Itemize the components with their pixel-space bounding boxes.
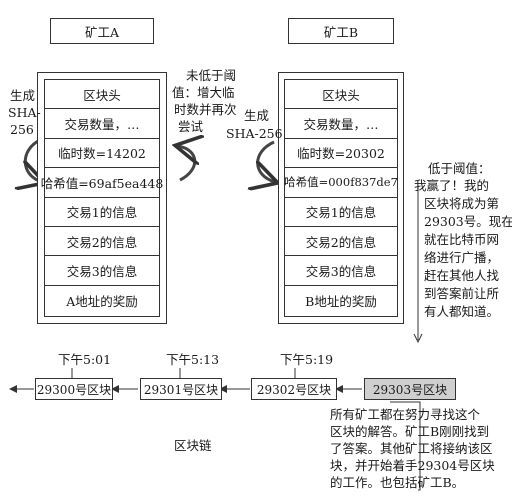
miner-b-row-tx-count: 交易数量，… xyxy=(285,109,397,139)
miner-b-row-reward: B地址的奖励 xyxy=(305,293,377,309)
chain-block-29302: 29302号区块 xyxy=(251,378,337,400)
bottom-note-1: 所有矿工都在努力寻找这个 xyxy=(330,407,481,422)
bottom-note-2: 区块的解答。矿工B刚刚找到 xyxy=(330,424,490,439)
note-bracket xyxy=(390,401,421,491)
miner-b-note-6: 络进行广播， xyxy=(424,250,500,265)
miner-b-note-1: 低于阈值： xyxy=(428,161,491,176)
miner-b-note-5: 就在比特币网 xyxy=(424,232,500,247)
miner-b-row-tx1: 交易1的信息 xyxy=(285,198,397,227)
miner-a-row-tx2: 交易2的信息 xyxy=(45,227,159,257)
miner-b-row-nonce: 临时数=20302 xyxy=(285,139,397,169)
miner-b-block-outer: 区块头 交易数量，… 临时数=20302 哈希值=000f837de7 交易1的… xyxy=(278,72,404,324)
miner-a-row-tx-count: 交易数量，… xyxy=(45,109,159,139)
miner-a-row-reward: A地址的奖励 xyxy=(66,293,138,309)
miner-a-row-tx1: 交易1的信息 xyxy=(45,198,159,227)
chain-time-3: 下午5:19 xyxy=(280,352,334,367)
bottom-note-3: 了答案。其他矿工将接纳该区 xyxy=(330,441,493,456)
miner-a-note-1: 未低于阈 xyxy=(186,68,237,83)
chain-block-29300: 29300号区块 xyxy=(35,378,113,400)
miner-a-note-4: 尝试 xyxy=(178,119,204,134)
chain-time-1: 下午5:01 xyxy=(58,352,112,367)
miner-b-note-9: 有人都知道。 xyxy=(424,304,500,319)
miner-b-note-3: 区块将成为第 xyxy=(424,196,500,211)
miner-b-note-8: 到答案前让所 xyxy=(424,286,500,301)
miner-a-row-tx3: 交易3的信息 xyxy=(45,256,159,286)
chain-block-29301: 29301号区块 xyxy=(140,378,222,400)
miner-b-sha-label-1: 生成 xyxy=(244,108,270,123)
miner-b-note-4: 29303号。现在 xyxy=(424,214,512,229)
miner-b-row-tx2: 交易2的信息 xyxy=(285,227,397,257)
bottom-note-5: 的工作。也包括矿工B。 xyxy=(330,475,465,490)
miner-a-row-hash: 哈希值=69af5ea448 xyxy=(41,168,163,198)
miner-a-row-header: 区块头 xyxy=(45,80,159,110)
chain-time-2: 下午5:13 xyxy=(166,352,220,367)
sha256-arrow-a xyxy=(25,138,42,182)
miner-b-note-2: 我赢了！我的 xyxy=(414,178,490,193)
miner-a-block: 区块头 交易数量，… 临时数=14202 哈希值=69af5ea448 交易1的… xyxy=(41,79,163,317)
miner-b-note-7: 赶在其他人找 xyxy=(424,268,500,283)
blockchain-label: 区块链 xyxy=(174,438,212,453)
miner-b-sha-label-2: SHA-256 xyxy=(226,126,283,141)
miner-a-title: 矿工A xyxy=(50,18,154,44)
bottom-note-4: 块，并开始着手29304号区块 xyxy=(330,458,495,473)
retry-arrow-a xyxy=(178,146,195,182)
miner-b-row-header: 区块头 xyxy=(285,80,397,110)
miner-b-title: 矿工B xyxy=(288,18,394,44)
miner-b-row-tx3: 交易3的信息 xyxy=(285,256,397,286)
miner-a-sha-label-3: 256 xyxy=(10,122,34,137)
sha256-arrow-b xyxy=(258,140,275,182)
miner-b-block: 区块头 交易数量，… 临时数=20302 哈希值=000f837de7 交易1的… xyxy=(284,79,398,317)
miner-a-block-outer: 区块头 交易数量，… 临时数=14202 哈希值=69af5ea448 交易1的… xyxy=(37,72,167,324)
chain-block-29303: 29303号区块 xyxy=(364,378,456,400)
miner-a-note-2: 值：增大临 xyxy=(172,85,235,100)
miner-a-note-3: 时数并再次 xyxy=(174,102,237,117)
miner-b-row-hash: 哈希值=000f837de7 xyxy=(284,168,398,198)
miner-a-sha-label-1: 生成 xyxy=(10,88,36,103)
miner-a-sha-label-2: SHA- xyxy=(8,105,41,120)
miner-a-row-nonce: 临时数=14202 xyxy=(45,139,159,169)
